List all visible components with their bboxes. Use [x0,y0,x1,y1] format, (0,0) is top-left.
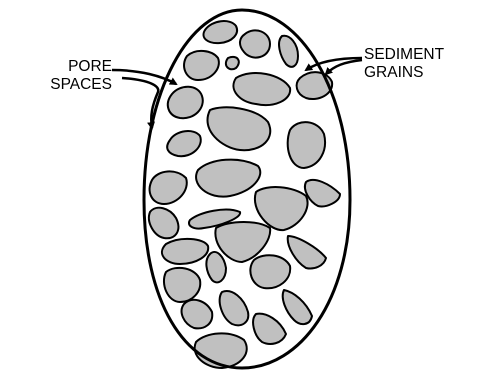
grain [206,252,226,282]
grain [164,268,200,302]
grain [297,72,333,99]
grain [240,30,270,57]
grain [168,87,203,118]
grain [220,291,249,325]
grain [305,180,340,206]
grain [250,255,290,288]
sediment-grains-arrow-lower [326,60,362,74]
sediment-grains-label-line1: SEDIMENT [364,46,482,64]
pore-spaces-label-line1: PORE [8,58,112,76]
pore-spaces-label-line2: SPACES [8,76,112,94]
grain [233,73,290,105]
grain [279,36,298,67]
grain [184,51,219,80]
sediment-grains [149,21,340,368]
grain [283,290,312,324]
grain [203,21,237,43]
grain [253,314,286,344]
grain [150,171,187,204]
grain [149,208,178,239]
grain [162,239,208,264]
grain [288,122,325,168]
grain [167,131,201,156]
grain [196,160,260,197]
grain [288,236,326,269]
grain [182,300,213,329]
grain [226,57,239,69]
pore-spaces-label: PORE SPACES [8,58,112,94]
sediment-grains-label: SEDIMENT GRAINS [364,46,482,82]
grain [195,333,247,368]
grain [207,107,270,150]
sediment-grains-label-line2: GRAINS [364,64,482,82]
